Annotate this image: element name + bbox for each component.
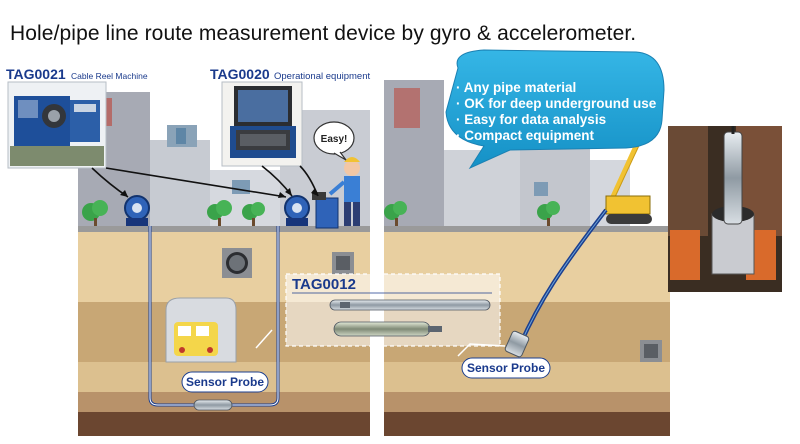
tag-reel-desc: Cable Reel Machine: [71, 71, 148, 81]
reel-machine-photo: [7, 81, 107, 169]
tag-probe-code: TAG0012: [292, 276, 356, 293]
reel-left: [124, 195, 150, 226]
operator-figure: [312, 157, 360, 229]
easy-text: Easy!: [321, 134, 348, 145]
left-trees: [82, 200, 265, 228]
borehole-photo: [668, 126, 782, 292]
tag-reel-code: TAG0021: [6, 66, 66, 82]
tag-ops-code: TAG0020: [210, 66, 270, 82]
features-bubble: [445, 49, 665, 170]
operational-equipment-photo: [221, 81, 303, 167]
right-pipe-end-top: [332, 252, 354, 274]
probe-detail-lower: [333, 321, 442, 337]
subway-tunnel: [165, 297, 237, 363]
reel-right: [284, 195, 310, 226]
buried-pipe-end: [222, 248, 252, 278]
arrowheads: [120, 188, 318, 198]
probe-detail-upper: [329, 299, 491, 311]
probe-detail-box: [285, 273, 501, 347]
left-road: [78, 226, 370, 232]
right-soil-bedrock: [384, 412, 670, 436]
diagram-title: Hole/pipe line route measurement device …: [10, 22, 637, 45]
right-soil-base: [384, 392, 670, 412]
left-probe-callout: Sensor Probe: [181, 329, 273, 393]
feature-item-3: · Easy for data analysis: [456, 112, 606, 127]
left-probe-label: Sensor Probe: [186, 375, 264, 389]
easy-speech-bubble: Easy!: [313, 121, 355, 161]
right-probe: [504, 330, 530, 358]
feature-item-1: · Any pipe material: [456, 80, 576, 95]
right-road: [384, 226, 670, 232]
right-probe-label: Sensor Probe: [467, 361, 545, 375]
tag-ops-desc: Operational equipment: [274, 71, 370, 82]
feature-item-2: · OK for deep underground use: [456, 96, 657, 111]
right-trees: [384, 201, 560, 228]
feature-item-4: · Compact equipment: [456, 128, 595, 143]
right-probe-callout: Sensor Probe: [457, 343, 551, 379]
right-pipe-end-low: [640, 340, 662, 362]
left-soil-bedrock: [78, 412, 370, 436]
right-drill-highlight: [519, 209, 607, 346]
left-probe: [193, 399, 233, 411]
